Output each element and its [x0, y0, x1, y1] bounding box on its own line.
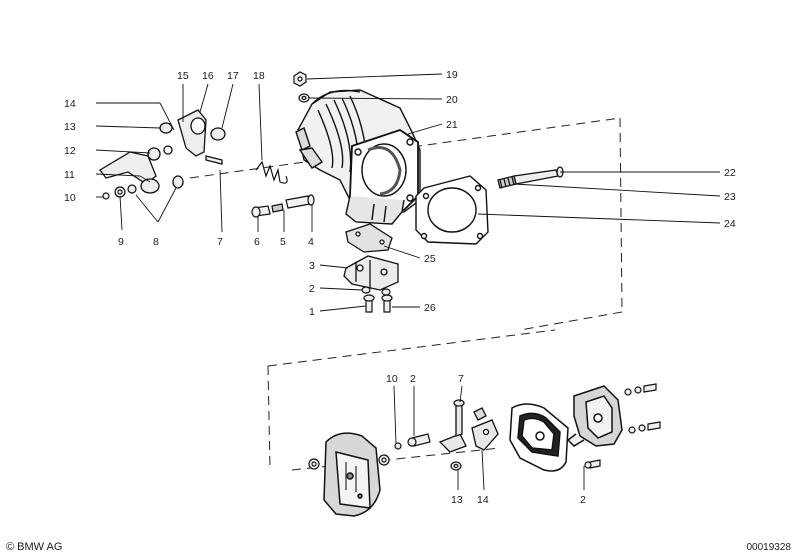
throttle-switch-cover	[323, 432, 381, 517]
callout-18: 18	[253, 70, 265, 82]
copyright-notice: © BMW AG	[6, 541, 63, 553]
drawing-number: 00019328	[746, 542, 792, 553]
callout-5: 5	[280, 236, 286, 248]
callout-13-lower: 13	[451, 494, 463, 506]
idle-control-bracket	[343, 223, 399, 291]
callout-11: 11	[64, 169, 75, 181]
callout-1: 1	[309, 306, 315, 318]
callout-22: 22	[724, 167, 736, 179]
callout-labels: 1 2 3 4 5 6 7 8 9 10 11 12 13 14 15 16 1…	[64, 69, 736, 506]
callout-2-right: 2	[580, 494, 586, 506]
callout-23: 23	[724, 191, 736, 203]
nut-and-washer	[293, 71, 310, 103]
callout-25: 25	[424, 253, 436, 265]
callout-16: 16	[202, 70, 214, 82]
throttle-lever-assembly	[99, 109, 226, 194]
callout-20: 20	[446, 94, 458, 106]
callout-7-lower: 7	[458, 373, 464, 385]
callout-21: 21	[446, 119, 458, 131]
callout-4: 4	[308, 236, 314, 248]
throttle-body	[295, 89, 421, 225]
callout-7: 7	[217, 236, 223, 248]
callout-6: 6	[254, 236, 260, 248]
callout-17: 17	[227, 70, 239, 82]
callout-10: 10	[64, 192, 76, 204]
return-spring	[255, 160, 288, 184]
callout-2-lower: 2	[410, 373, 416, 385]
mounting-screws	[361, 286, 393, 313]
callout-19: 19	[446, 69, 458, 81]
housing-screws	[584, 383, 661, 469]
callout-14-lower: 14	[477, 494, 489, 506]
callout-26: 26	[424, 302, 436, 314]
gasket	[415, 175, 489, 245]
switch-lever-bracket	[438, 399, 499, 453]
shaft-bushing	[251, 194, 315, 218]
lower-small-screws	[394, 433, 431, 450]
lower-nut	[450, 461, 462, 471]
callout-10-lower: 10	[386, 373, 398, 385]
callout-24: 24	[724, 218, 736, 230]
switch-gasket	[509, 403, 569, 472]
callout-2: 2	[309, 283, 315, 295]
washers-and-pins	[102, 184, 137, 200]
callout-13: 13	[64, 121, 76, 133]
lower-washers	[308, 454, 390, 470]
section-frame-lower	[267, 329, 556, 471]
callout-14: 14	[64, 98, 76, 110]
callout-12: 12	[64, 145, 76, 157]
leader-lines	[95, 73, 721, 491]
callout-15: 15	[177, 70, 189, 82]
throttle-switch-housing	[566, 385, 623, 447]
callout-9: 9	[118, 236, 124, 248]
callout-8: 8	[153, 236, 159, 248]
callout-3: 3	[309, 260, 315, 272]
